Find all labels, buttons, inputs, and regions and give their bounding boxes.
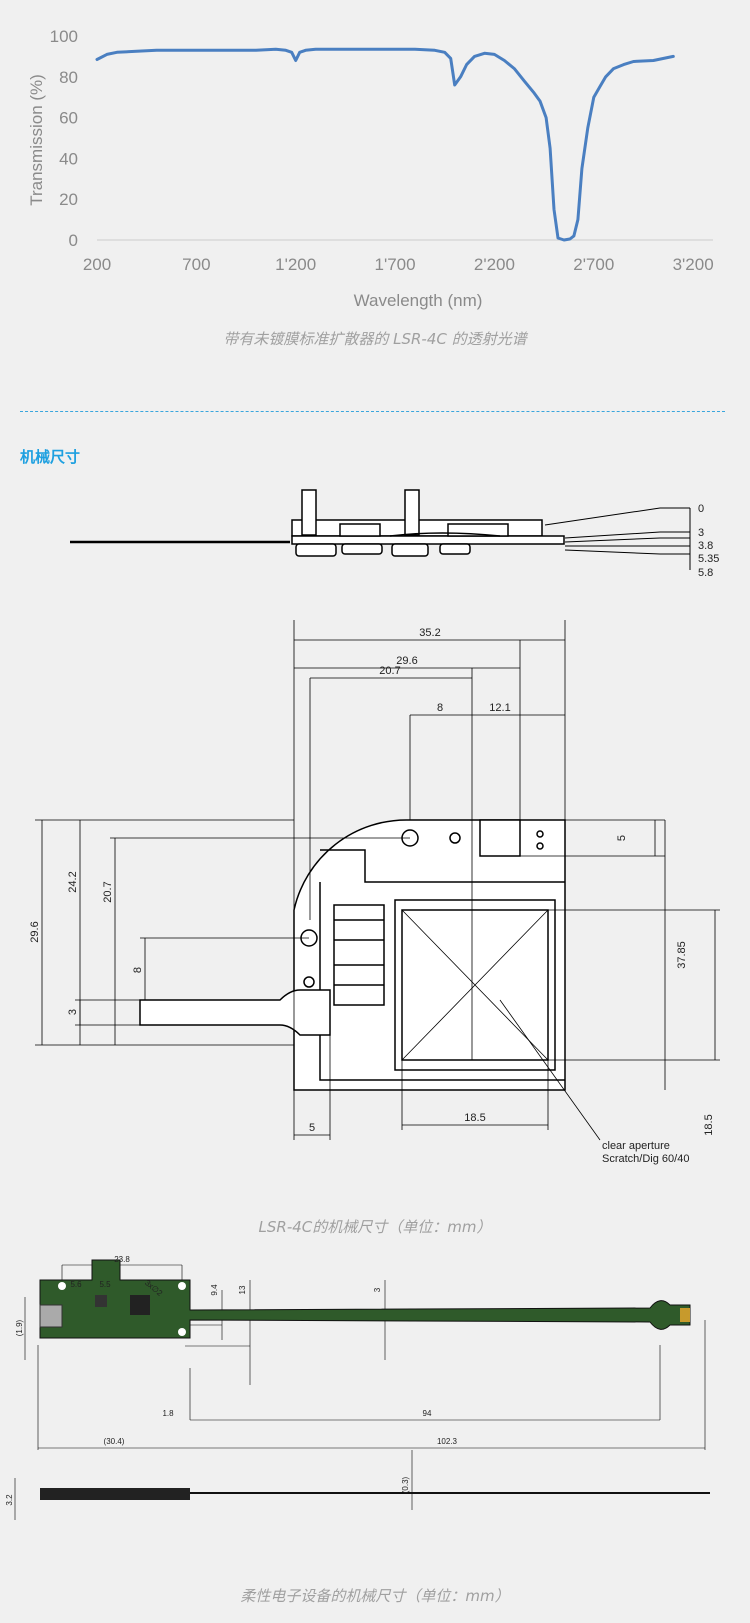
x-tick-labels: 200 700 1'200 1'700 2'200 2'700 3'200 [83,255,714,274]
dim-3-left: 3 [67,1009,79,1015]
y-tick-20: 20 [59,190,78,209]
y-tick-80: 80 [59,68,78,87]
x-tick-200: 200 [83,255,111,274]
dim-23-8: 23.8 [114,1255,130,1264]
clear-aperture-note: clear aperture [602,1140,670,1152]
dim-9-4: 9.4 [210,1284,219,1296]
dim-0-3: (0.3) [401,1476,410,1493]
side-dim-3: 3 [698,527,704,539]
side-dim-5-8: 5.8 [698,567,713,579]
x-tick-2'700: 2'700 [573,255,614,274]
dim-3: 3 [373,1287,382,1292]
dim-13: 13 [238,1285,247,1294]
side-dim-0: 0 [698,503,704,515]
x-tick-1'200: 1'200 [275,255,316,274]
section-title: 机械尺寸 [20,448,81,466]
dim-29-6-left: 29.6 [29,921,41,942]
dim-5-right: 5 [616,835,628,841]
transmission-series-line [95,47,675,242]
dim-3-2: 3.2 [5,1494,14,1506]
y-tick-100: 100 [50,27,78,46]
dim-102-3: 102.3 [437,1437,458,1446]
dim-8-left: 8 [132,967,144,973]
dim-18-5-right: 18.5 [703,1114,715,1135]
dim-20-7-top: 20.7 [379,665,400,677]
dim-12-1: 12.1 [489,702,510,714]
caption-transmission: 带有未镀膜标准扩散器的 LSR-4C 的透射光谱 [223,330,527,348]
x-tick-1'700: 1'700 [375,255,416,274]
dim-37-85: 37.85 [676,941,688,969]
side-dim-5-35: 5.35 [698,553,719,565]
dim-29-6-top: 29.6 [396,655,417,667]
x-axis-label: Wavelength (nm) [354,291,483,310]
dim-8-top: 8 [437,702,443,714]
dim-18-5-bottom: 18.5 [464,1112,485,1124]
dim-5-5: 5.5 [99,1280,111,1289]
y-tick-labels: 100 80 60 40 20 0 [50,27,78,250]
flex-pcb-drawing: 23.8 5.6 5.5 3x∅2 9.4 13 3 (1.9) 1.8 94 … [5,1255,710,1520]
side-dim-3-8: 3.8 [698,540,713,552]
section-divider [20,411,725,412]
scratch-dig-note: Scratch/Dig 60/40 [602,1153,689,1165]
y-tick-60: 60 [59,109,78,128]
dim-20-7-left: 20.7 [102,881,114,902]
y-axis-label: Transmission (%) [27,74,46,206]
x-tick-2'200: 2'200 [474,255,515,274]
pcb-side-profile [40,1488,190,1500]
dim-30-4: (30.4) [104,1437,125,1446]
dim-5-6: 5.6 [70,1280,82,1289]
dim-35-2: 35.2 [419,627,440,639]
dim-24-2: 24.2 [67,871,79,892]
caption-mechanical: LSR-4C的机械尺寸（单位：mm） [258,1218,492,1236]
x-tick-3'200: 3'200 [673,255,714,274]
dim-1-8: 1.8 [162,1409,174,1418]
y-tick-40: 40 [59,149,78,168]
top-view-drawing: 35.2 29.6 20.7 8 12.1 5 37.85 18.5 18.5 … [29,620,720,1165]
y-tick-0: 0 [69,231,78,250]
dim-1-9: (1.9) [15,1319,24,1336]
x-tick-700: 700 [182,255,210,274]
dim-5-bottom: 5 [309,1122,315,1134]
caption-flex-electronics: 柔性电子设备的机械尺寸（单位：mm） [240,1587,510,1605]
pcb-board [39,1259,691,1339]
side-view-drawing: 0 3 3.8 5.35 5.8 [70,489,719,579]
dim-94: 94 [423,1409,432,1418]
